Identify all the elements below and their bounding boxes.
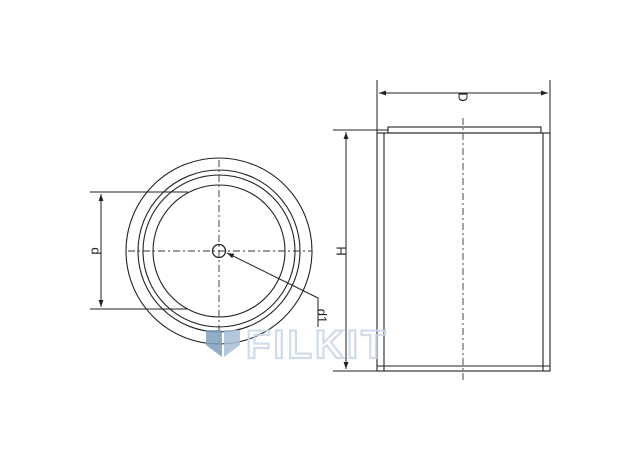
cylinder-body bbox=[376, 132, 551, 372]
watermark-logo-icon bbox=[206, 330, 240, 357]
label-d: d bbox=[89, 247, 104, 254]
bore-circle bbox=[211, 243, 227, 259]
watermark: FILKIT bbox=[206, 322, 388, 368]
dimension-d1 bbox=[226, 252, 319, 327]
leader-line-d1 bbox=[226, 252, 319, 299]
dimension-d bbox=[90, 191, 188, 310]
watermark-text: FILKIT bbox=[246, 323, 388, 367]
top-view-centerlines bbox=[128, 160, 312, 344]
dimension-H bbox=[333, 129, 388, 372]
label-d1: d1 bbox=[315, 309, 330, 323]
label-H: H bbox=[334, 246, 349, 255]
top-lid bbox=[387, 126, 542, 134]
side-view bbox=[376, 126, 551, 372]
dimension-D bbox=[376, 80, 551, 133]
label-D: D bbox=[456, 92, 471, 101]
